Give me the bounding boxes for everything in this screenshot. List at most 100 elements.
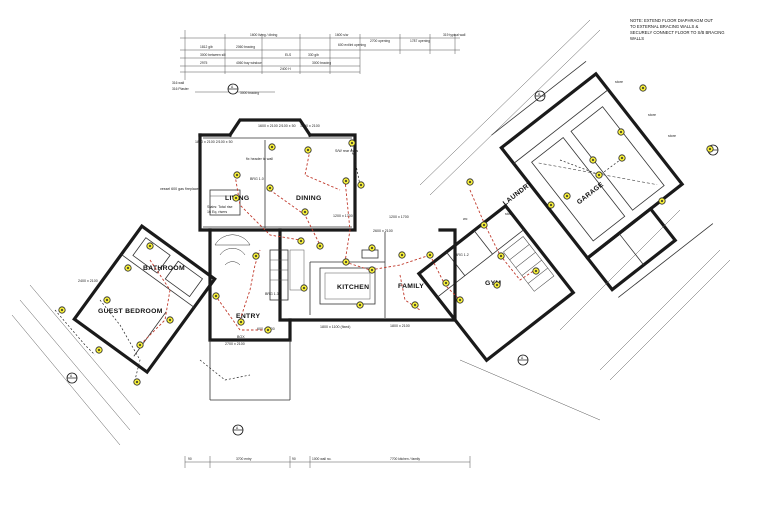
light-fixture-center: [371, 269, 373, 271]
light-fixture-center: [598, 174, 600, 176]
light-fixture-center: [621, 157, 623, 159]
dim-bracing-1: 2060 bracing: [236, 45, 255, 49]
light-fixture-center: [307, 149, 309, 151]
dim-bracing-2: 3000 bracing: [312, 61, 331, 65]
dim-sw: 1600 s/w: [335, 33, 349, 37]
light-fixture-center: [98, 349, 100, 351]
light-fixture-center: [550, 204, 552, 206]
light-fixture-center: [620, 131, 622, 133]
dim-ext-opening: 600 ext/int opening: [338, 43, 366, 47]
light-fixture-center: [215, 295, 217, 297]
dim-316-wall: 316 wall: [172, 81, 184, 85]
living-dining-block: [198, 118, 357, 232]
top-dimensions: 1600 living / dining 1600 s/w 2700 openi…: [172, 30, 466, 95]
dim-bottom-90a: 90: [188, 457, 192, 461]
light-fixture-center: [642, 87, 644, 89]
dim-bottom-kitchen-family: 7700 kitchen / family: [390, 457, 420, 461]
svg-text:A: A: [521, 356, 524, 360]
guest-wing: [72, 223, 217, 375]
room-garage: GARAGE: [576, 181, 605, 206]
dim-bracing-3: 3000 bracing: [240, 91, 259, 95]
svg-text:A: A: [236, 426, 239, 430]
note-line-4: WALLS: [630, 36, 644, 41]
light-fixture-center: [360, 184, 362, 186]
light-fixture-center: [136, 381, 138, 383]
svg-text:1800 x 1100 (fixed): 1800 x 1100 (fixed): [320, 325, 351, 329]
light-fixture-center: [127, 267, 129, 269]
header-note: fix header to wall: [246, 157, 273, 161]
light-fixture-center: [345, 180, 347, 182]
light-fixture-center: [566, 195, 568, 197]
section-marker-bottom: A: [232, 424, 244, 436]
light-fixture-center: [269, 187, 271, 189]
room-laundry: LAUNDRY: [502, 180, 534, 207]
dim-els: ELS: [285, 53, 292, 57]
light-fixture-center: [445, 282, 447, 284]
room-family: FAMILY: [398, 283, 424, 290]
dim-opening-1: 2700 opening: [370, 39, 390, 43]
kitchen-family-block: [278, 228, 457, 322]
light-fixture-center: [414, 304, 416, 306]
light-fixture-center: [139, 344, 141, 346]
stairs-note-2: 16 Eq. risers: [207, 210, 227, 214]
section-marker-top: A: [227, 83, 239, 95]
stairs-note-1: Stairs: Total rise: [207, 205, 233, 209]
light-fixture-center: [149, 245, 151, 247]
light-fixture-center: [304, 211, 306, 213]
light-fixture-center: [267, 329, 269, 331]
section-marker-gym: A: [517, 354, 529, 366]
light-fixture-center: [429, 254, 431, 256]
light-fixture-center: [61, 309, 63, 311]
svg-text:2600 x 2100: 2600 x 2100: [373, 229, 393, 233]
light-fixture-center: [240, 321, 242, 323]
svg-text:1200 x 1700: 1200 x 1700: [333, 214, 353, 218]
light-fixture-center: [500, 255, 502, 257]
light-fixture-center: [371, 247, 373, 249]
garage-wing: [491, 60, 714, 298]
dim-bottom-wall: 1000 wall no.: [312, 457, 332, 461]
svg-text:2400 x 2100: 2400 x 2100: [78, 279, 98, 283]
light-fixture-center: [106, 299, 108, 301]
light-fixture-center: [535, 270, 537, 272]
section-marker-left: A: [66, 372, 78, 384]
bottom-dimensions: 90 3700 entry 90 1000 wall no. 7700 kitc…: [184, 456, 471, 468]
dim-2975: 2975: [200, 61, 208, 65]
svg-text:1600 x 2100 2/100 x 50: 1600 x 2100 2/100 x 50: [258, 124, 296, 128]
electrical-fixtures: [58, 84, 714, 386]
room-guest-bedroom: GUEST BEDROOM: [98, 308, 163, 315]
svg-text:1200 x 1700: 1200 x 1700: [389, 215, 409, 219]
light-fixture-center: [255, 255, 257, 257]
svg-text:A: A: [70, 374, 73, 378]
note-line-1: NOTE: EXTEND FLOOR DIAPHRAGM OUT: [630, 18, 714, 23]
fireplace-note: vessel 600 gas fireplace: [160, 187, 199, 191]
light-fixture-center: [483, 224, 485, 226]
svg-text:A: A: [538, 92, 541, 96]
note-line-3: SECURELY CONNECT FLOOR TO S/B BRACING: [630, 30, 725, 35]
annotation-box: BOX: [237, 335, 245, 339]
light-fixture-center: [469, 181, 471, 183]
light-fixture-center: [303, 287, 305, 289]
light-fixture-center: [300, 240, 302, 242]
dim-bay-window: 4060 bay window: [236, 61, 262, 65]
dim-2400h: 2400 H: [280, 67, 291, 71]
svg-text:1800 x 2100 2/100 x 50: 1800 x 2100 2/100 x 50: [195, 140, 233, 144]
room-wc: wc: [463, 217, 468, 221]
room-entry: ENTRY: [236, 313, 260, 320]
dim-opening-2: 1787 opening: [410, 39, 430, 43]
svg-text:A: A: [231, 85, 234, 89]
light-fixture-center: [709, 148, 711, 150]
svg-text:1800 x 2100: 1800 x 2100: [300, 124, 320, 128]
light-fixture-center: [236, 174, 238, 176]
light-fixture-center: [401, 254, 403, 256]
svg-text:2700 x 2100: 2700 x 2100: [225, 342, 245, 346]
room-bathroom: BATHROOM: [143, 265, 185, 272]
room-store-2: store: [648, 113, 656, 117]
section-marker-garage: A: [534, 90, 546, 102]
svg-text:S/W rear walls: S/W rear walls: [335, 149, 358, 153]
room-gym: GYM: [485, 280, 501, 287]
light-fixture-center: [351, 142, 353, 144]
light-fixture-center: [169, 319, 171, 321]
light-fixture-center: [661, 200, 663, 202]
note-line-2: TO EXTERNAL BRACING WALLS &: [630, 24, 698, 29]
